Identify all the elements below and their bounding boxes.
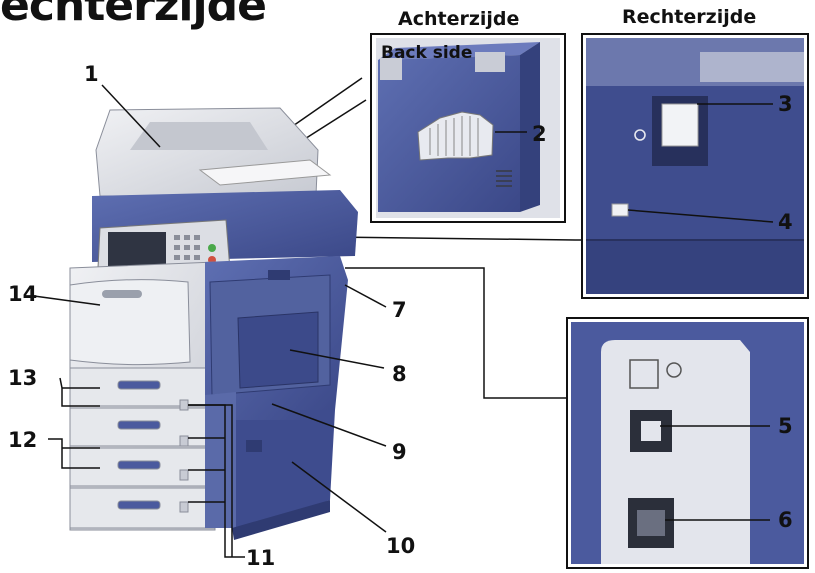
right-side-header: Rechterzijde (622, 6, 757, 28)
callout-8: 8 (392, 362, 407, 386)
callout-4: 4 (778, 210, 793, 234)
back-side-header: Achterzijde (398, 8, 520, 30)
paper-drawers (69, 367, 216, 529)
document-feeder (95, 107, 319, 197)
back-paper-exit (417, 111, 494, 161)
callout-13: 13 (8, 366, 38, 390)
ground-screw-icon (666, 362, 682, 378)
callout-9: 9 (392, 440, 407, 464)
back-latch-left (380, 58, 402, 80)
callout-2: 2 (532, 122, 547, 146)
interface-inset (566, 317, 809, 569)
callout-1: 1 (84, 62, 99, 86)
touch-screen (108, 232, 166, 268)
callout-7: 7 (392, 298, 407, 322)
back-latch-right (475, 52, 505, 72)
lock-slot-icon (629, 359, 659, 389)
callout-10: 10 (386, 534, 416, 558)
callout-14: 14 (8, 282, 38, 306)
bypass-tray (237, 311, 319, 389)
breaker-button (611, 203, 629, 217)
back-side-subheader: Back side (381, 43, 472, 63)
callout-5: 5 (778, 414, 793, 438)
right-side-inset (581, 33, 809, 299)
back-side-inset (370, 33, 566, 223)
copier-main (33, 84, 387, 558)
callout-3: 3 (778, 92, 793, 116)
back-vent-grille (496, 170, 512, 187)
callout-6: 6 (778, 508, 793, 532)
callout-11: 11 (246, 546, 276, 570)
power-switch (661, 103, 699, 147)
power-symbol-icon (634, 129, 646, 141)
page-title: echterzijde (0, 0, 267, 31)
callout-12: 12 (8, 428, 38, 452)
front-cover (69, 279, 191, 366)
